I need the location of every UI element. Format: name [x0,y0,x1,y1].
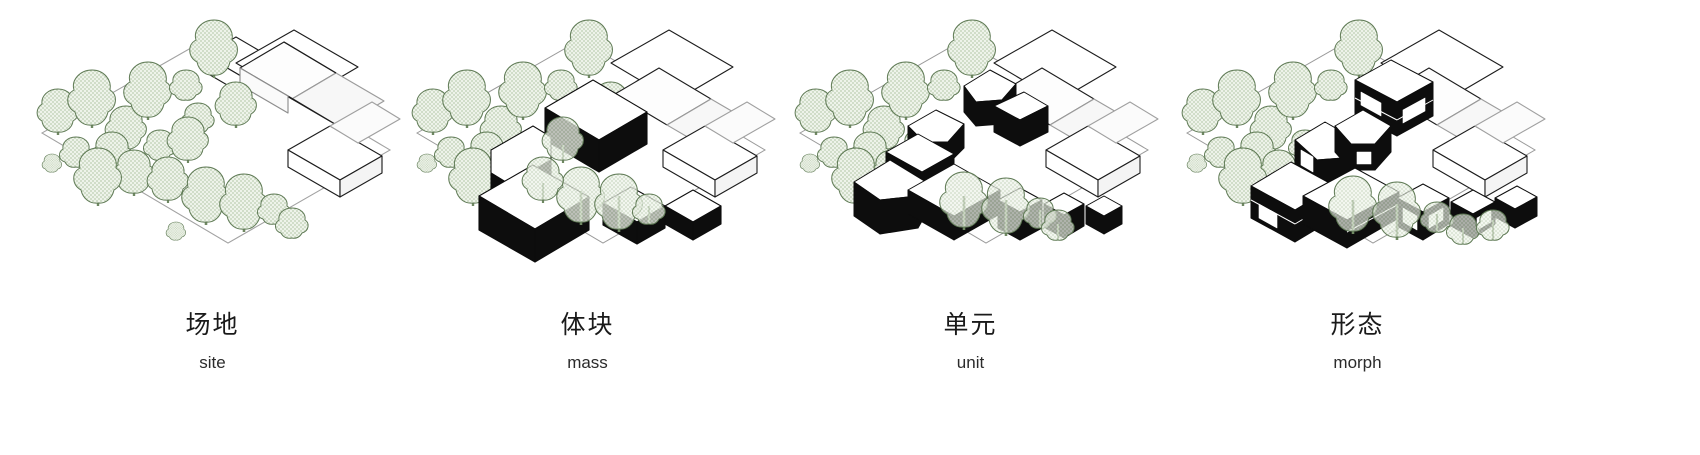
panel-morph-artwork [1145,0,1570,300]
existing-building [610,29,776,198]
panel-unit: 单元 unit [758,0,1183,455]
panel-mass-label-en: mass [567,353,608,372]
panel-unit-label-cn: 单元 [943,310,998,339]
panel-site: 场地 site [0,0,425,455]
panel-morph: 形态 morph [1145,0,1570,455]
panel-unit-artwork [758,0,1183,300]
panel-site-artwork [0,0,425,300]
tree-cluster-front [1328,175,1510,245]
panel-site-label-en: site [199,353,226,372]
panel-morph-label-cn: 形态 [1330,310,1385,339]
tree-cluster-front [939,171,1075,241]
panel-mass-artwork [375,0,800,300]
panel-site-label-cn: 场地 [185,310,240,339]
existing-building [1380,29,1546,198]
panel-mass: 体块 mass [375,0,800,455]
existing-building [204,29,401,198]
tree-cluster [36,19,309,241]
panel-morph-label-en: morph [1333,353,1382,372]
tree-cluster-front [521,116,666,232]
panel-mass-label-cn: 体块 [560,310,615,339]
existing-building [993,29,1159,198]
panel-unit-label-en: unit [956,353,985,372]
